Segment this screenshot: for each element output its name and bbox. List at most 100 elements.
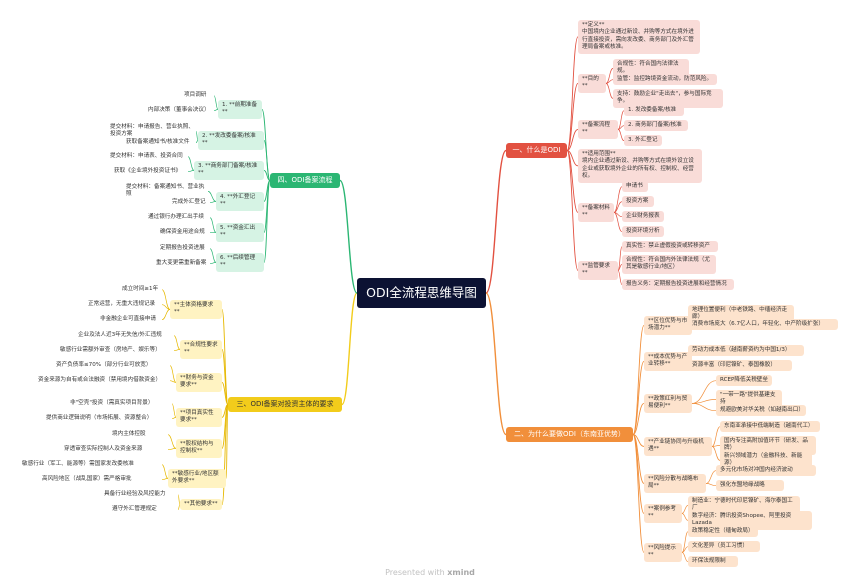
risk-item[interactable]: 多元化市场对冲国内经济波动 — [716, 465, 816, 477]
branch-what-is-odi[interactable]: 一、什么是ODI — [506, 143, 567, 158]
sensitive-item[interactable]: 高风险地区（战乱国家）需严格审批 — [42, 476, 132, 482]
industry-item[interactable]: 东南亚承接中低端制造（越南代工） — [720, 421, 820, 433]
connector — [171, 417, 177, 420]
topic-mofcom-filing[interactable]: 3. **商务部门备案/核准** — [194, 161, 264, 180]
purpose-item[interactable]: 支持：鼓励企业"走出去"，参与国际竞争。 — [613, 89, 723, 108]
material-item[interactable]: 企业财务报表 — [622, 211, 664, 223]
case-item[interactable]: 数字经济：腾讯投资Shopee、阿里投资Lazada — [688, 511, 812, 530]
compliance-item[interactable]: 敏感行业需额外审查（房地产、娱乐等） — [60, 347, 161, 353]
topic-compliance[interactable]: **合规性要求** — [180, 340, 222, 359]
ndrc-item[interactable]: 提交材料：申请报告、营业执照、投资方案 — [110, 124, 194, 138]
topic-financial[interactable]: **财务与资金要求** — [176, 373, 222, 392]
remit-item[interactable]: 确保资金用途合规 — [160, 229, 205, 235]
policy-item[interactable]: "一带一路"提供基建支持 — [716, 390, 782, 409]
sensitive-item[interactable]: 敏感行业（军工、能源等）需国家发改委核准 — [22, 461, 134, 467]
connector — [213, 109, 219, 112]
topic-entity-qualification[interactable]: **主体资格要求** — [170, 300, 222, 319]
other-item[interactable]: 具备行业经验及风控能力 — [104, 491, 166, 497]
supervision-item[interactable]: 合规性：符合国内外法律法规（尤其是敏感行业/地区） — [622, 255, 716, 274]
project-item[interactable]: 提供商业逻辑说明（市场拓展、资源整合） — [46, 415, 153, 421]
preparation-item[interactable]: 项目调研 — [184, 92, 207, 98]
warning-item[interactable]: 政策稳定性（缅甸政局） — [688, 526, 758, 538]
topic-cost-advantage[interactable]: **成本优势与产业转移** — [644, 352, 692, 371]
topic-filing-process[interactable]: **备案流程** — [578, 120, 618, 139]
topic-risk-warning[interactable]: **风险提示** — [644, 543, 682, 562]
qualification-item[interactable]: 正常运营，无重大违规记录 — [88, 301, 156, 307]
material-item[interactable]: 申请书 — [622, 181, 648, 193]
topic-policy-bonus[interactable]: **政策红利与贸易便利** — [644, 394, 692, 413]
topic-other-requirements[interactable]: **其他要求** — [180, 499, 222, 511]
topic-fund-remittance[interactable]: 5. **资金汇出** — [216, 223, 264, 242]
purpose-item[interactable]: 监管：监控跨境资金流动，防范风险。 — [613, 74, 717, 86]
connector — [681, 505, 689, 514]
equity-item[interactable]: 穿透审查实际控制人及资金来源 — [64, 446, 143, 452]
branch-why-odi[interactable]: 二、为什么要做ODI（东南亚优势） — [506, 427, 633, 442]
financial-item[interactable]: 资金来源为自有或合法融资（禁用境内借款资金） — [38, 377, 162, 383]
topic-equity-control[interactable]: **股权结构与控制权** — [176, 439, 222, 458]
topic-ndrc-filing[interactable]: 2. **发改委备案/核准** — [198, 131, 264, 150]
topic-region-advantage[interactable]: **区位优势与市场潜力** — [644, 316, 692, 335]
topic-risk-diversification[interactable]: **风险分散与战略布局** — [644, 474, 706, 493]
connector — [171, 403, 177, 418]
project-item[interactable]: 非"空壳"投资（需真实项目背景） — [70, 400, 154, 406]
connector — [167, 434, 177, 449]
purpose-item[interactable]: 合规性：符合国内法律法规。 — [613, 59, 689, 78]
topic-purpose[interactable]: **目的** — [578, 74, 606, 93]
process-item[interactable]: 3. 外汇登记 — [624, 135, 662, 147]
preparation-item[interactable]: 内部决策（董事会决议） — [148, 107, 210, 113]
process-item[interactable]: 2. 商务部门备案/核准 — [624, 120, 688, 132]
fx-item[interactable]: 完成外汇登记 — [172, 199, 206, 205]
branch-investor-requirements[interactable]: 三、ODI备案对投资主体的要求 — [228, 397, 342, 412]
remit-item[interactable]: 通过银行办理汇出手续 — [148, 214, 204, 220]
risk-item[interactable]: 强化东盟地缘战略 — [716, 480, 784, 492]
qualification-item[interactable]: 非金融企业可直接申请 — [100, 316, 156, 322]
supervision-item[interactable]: 报告义务：定期报告投资进展和经营情况 — [622, 279, 734, 291]
topic-cases[interactable]: **案例参考** — [644, 504, 682, 523]
qualification-item[interactable]: 成立时间≥1年 — [122, 286, 159, 292]
connector — [341, 292, 358, 406]
ndrc-item[interactable]: 获取备案通知书/核准文件 — [126, 139, 190, 145]
warning-item[interactable]: 文化差异（员工习惯） — [688, 541, 760, 553]
topic-industry-chain[interactable]: **产业链协同与升级机遇** — [644, 437, 712, 456]
topic-supervision[interactable]: **监管要求** — [578, 261, 618, 280]
connector — [705, 483, 717, 487]
connector — [173, 335, 181, 350]
topic-scope[interactable]: **适用范围** 境内企业通过新设、并购等方式在境外设立设企业或获取境外企业的所… — [578, 149, 702, 183]
central-topic[interactable]: ODI全流程思维导图 — [357, 278, 486, 308]
topic-sensitive-industry[interactable]: **敏感行业/地区额外要求** — [168, 469, 226, 488]
topic-materials[interactable]: **备案材料** — [578, 203, 614, 222]
fx-item[interactable]: 提交材料：备案通知书、营业执照 — [126, 184, 205, 198]
compliance-item[interactable]: 企业及法人近3年无失信/外汇违规 — [78, 332, 162, 338]
mofcom-item[interactable]: 获取《企业境外投资证书》 — [114, 168, 182, 174]
branch-filing-process[interactable]: 四、ODI备案流程 — [270, 173, 340, 188]
connector — [711, 426, 721, 447]
follow-up-item[interactable]: 定期报告投资进展 — [160, 245, 205, 251]
region-item[interactable]: 消费市场庞大（6.7亿人口，年轻化、中产阶级扩张） — [688, 319, 838, 331]
material-item[interactable]: 投资环境分析 — [622, 226, 664, 238]
connector — [711, 446, 721, 461]
industry-item[interactable]: 国内专注高附加值环节（研发、品牌） — [720, 436, 816, 455]
connector — [485, 149, 507, 294]
watermark-brand: xmind — [447, 568, 475, 577]
warning-item[interactable]: 环保法规限制 — [688, 556, 738, 568]
supervision-item[interactable]: 真实性：禁止虚假投资或转移资产 — [622, 241, 718, 253]
mofcom-item[interactable]: 提交材料：申请表、投资合同 — [110, 153, 183, 159]
cost-item[interactable]: 劳动力成本低（越南薪资约为中国1/3） — [688, 345, 804, 357]
equity-item[interactable]: 境内主体控股 — [112, 431, 146, 437]
material-item[interactable]: 投资方案 — [622, 196, 654, 208]
financial-item[interactable]: 资产负债率≤70%（部分行业可放宽） — [56, 362, 152, 368]
topic-project-authenticity[interactable]: **项目真实性要求** — [176, 408, 222, 427]
other-item[interactable]: 遵守外汇管理规定 — [112, 506, 157, 512]
topic-definition-text: 中国境内企业通过新设、并购等方式在境外进行直接投资，需向发改委、商务部门及外汇管… — [582, 29, 694, 51]
policy-item[interactable]: 规避欧美对华关税（如越南出口） — [716, 405, 806, 417]
cost-item[interactable]: 资源丰富（印尼镍矿、泰国橡胶） — [688, 360, 792, 372]
topic-preparation[interactable]: 1. **前期准备** — [218, 100, 262, 119]
follow-up-item[interactable]: 重大变更需重新备案 — [156, 260, 207, 266]
topic-follow-up[interactable]: 6. **后续管理** — [216, 253, 264, 272]
connector — [613, 186, 623, 213]
process-item[interactable]: 1. 发改委备案/核准 — [624, 105, 684, 117]
policy-item[interactable]: RCEP降低关税壁垒 — [716, 375, 772, 387]
topic-definition[interactable]: **定义** 中国境内企业通过新设、并购等方式在境外进行直接投资，需向发改委、商… — [578, 20, 700, 54]
topic-fx-registration[interactable]: 4. **外汇登记** — [216, 192, 264, 211]
case-item[interactable]: 制造业：宁德时代印尼镍矿、海尔泰国工厂 — [688, 496, 800, 515]
